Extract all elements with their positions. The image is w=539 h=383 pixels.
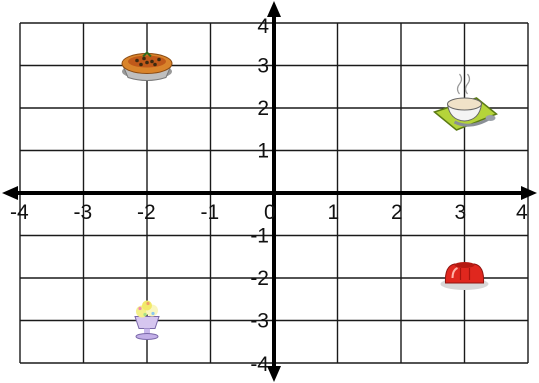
y-tick-label: -2 (250, 267, 269, 290)
x-tick-label: -1 (201, 201, 220, 224)
x-tick-label: -2 (137, 201, 156, 224)
sundae-cup-icon (135, 301, 159, 340)
y-tick-label: 1 (257, 140, 269, 163)
x-axis-right-arrow-icon (521, 186, 537, 200)
x-tick-label: 3 (455, 201, 467, 224)
x-tick-label: -3 (74, 201, 93, 224)
soup-bowl-icon (435, 74, 497, 130)
y-axis-down-arrow-icon (267, 366, 281, 382)
x-tick-label: 0 (264, 201, 276, 224)
y-tick-label: 4 (257, 15, 269, 38)
y-tick-label: -1 (250, 225, 269, 248)
y-axis-up-arrow-icon (267, 1, 281, 17)
jelly-mold-icon (441, 262, 489, 290)
x-axis-left-arrow-icon (2, 186, 18, 200)
x-tick-label: 1 (328, 201, 340, 224)
y-tick-label: 2 (257, 97, 269, 120)
x-tick-label: 2 (391, 201, 403, 224)
x-tick-label: 4 (516, 201, 528, 224)
y-tick-label: -3 (250, 310, 269, 333)
y-tick-label: 3 (257, 55, 269, 78)
pie-icon (122, 53, 172, 81)
x-tick-label: -4 (10, 201, 29, 224)
food-items (122, 53, 497, 340)
y-tick-label: -4 (250, 353, 269, 376)
